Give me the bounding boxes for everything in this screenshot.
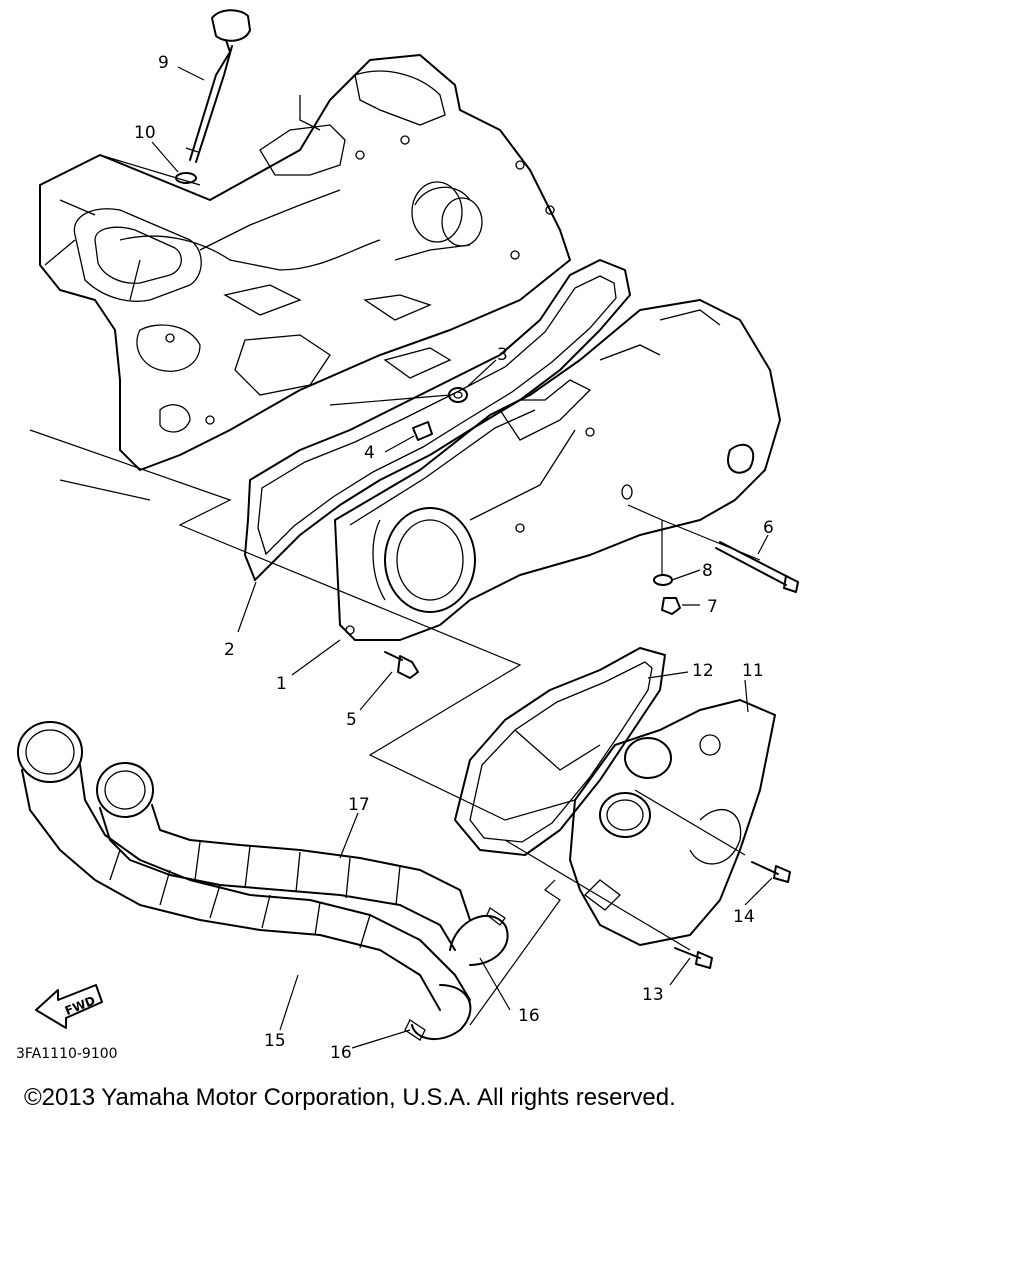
part-label-13: 13 xyxy=(642,985,664,1005)
drain-plug-7 xyxy=(661,597,681,615)
part-label-17: 17 xyxy=(348,795,370,815)
part-label-14: 14 xyxy=(733,907,755,927)
part-label-7: 7 xyxy=(707,597,718,617)
part-label-3: 3 xyxy=(497,345,508,365)
dowel-pin xyxy=(412,421,433,441)
part-label-4: 4 xyxy=(364,443,375,463)
copyright-notice: ©2013 Yamaha Motor Corporation, U.S.A. A… xyxy=(24,1084,676,1111)
part-label-15: 15 xyxy=(264,1031,286,1051)
part-label-2: 2 xyxy=(224,640,235,660)
part-label-16-lower: 16 xyxy=(330,1043,352,1060)
crankcase-block xyxy=(39,54,571,471)
air-duct-gasket xyxy=(454,647,666,856)
bolt-14 xyxy=(751,861,791,883)
bolt-5 xyxy=(384,651,419,679)
hose-clamp-upper xyxy=(449,907,509,966)
air-duct-17 xyxy=(96,762,471,951)
part-label-8: 8 xyxy=(702,561,713,581)
exploded-parts-diagram: 9 10 3 4 6 8 7 2 1 5 12 11 17 14 13 16 1… xyxy=(17,9,799,1060)
part-label-16-upper: 16 xyxy=(518,1006,540,1026)
bolt-13 xyxy=(674,947,713,969)
bolt-6 xyxy=(715,541,799,593)
drawing-code: 3FA1110-9100 xyxy=(16,1046,118,1062)
crankcase-cover-gasket xyxy=(244,259,631,581)
part-label-1: 1 xyxy=(276,674,287,694)
part-label-9: 9 xyxy=(158,53,169,73)
air-duct-15 xyxy=(17,721,471,1011)
washer-8 xyxy=(653,574,673,586)
air-duct-cover xyxy=(569,699,776,946)
assembly-reference-lines xyxy=(29,154,761,1026)
part-label-12: 12 xyxy=(692,661,714,681)
part-label-5: 5 xyxy=(346,710,357,730)
o-ring xyxy=(175,172,197,184)
leader-lines xyxy=(151,66,773,1049)
crankcase-cover xyxy=(334,299,781,641)
part-label-10: 10 xyxy=(134,123,156,143)
part-label-6: 6 xyxy=(763,518,774,538)
hose-clamp-lower xyxy=(404,984,472,1041)
oil-dipstick xyxy=(185,9,251,163)
part-label-11: 11 xyxy=(742,661,764,681)
fwd-arrow-icon: FWD xyxy=(35,984,103,1029)
